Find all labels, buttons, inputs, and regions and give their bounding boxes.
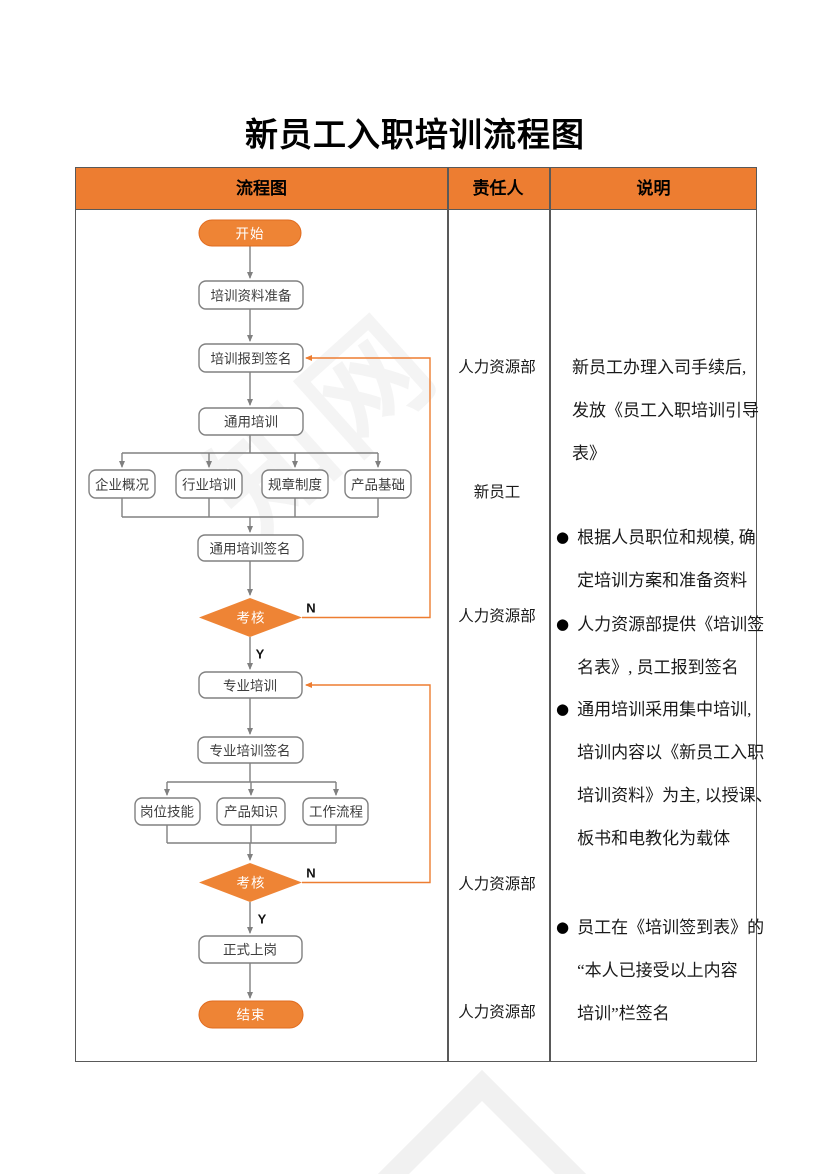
node-professional: 专业培训 [198,671,303,699]
col-header-responsible: 责任人 [472,179,524,198]
end-label: 结束 [237,1008,266,1023]
exam2-yes-label: Y [258,912,267,927]
node-topic-rules: 规章制度 [261,469,329,499]
note-general-training: ● 通用培训采用集中培训, 培训内容以《新员工入职 培训资料》为主, 以授课、 … [556,688,773,860]
col-header-flowchart: 流程图 [236,179,287,198]
node-exam2: 考核 [199,863,302,902]
loop-exam1-to-signin [302,355,431,619]
bullet-icon: ● [556,918,570,936]
note-signoff-text: 员工在《培训签到表》的 “本人已接受以上内容 培训”栏签名 [577,918,765,1023]
node-topic-company: 企业概况 [88,469,156,499]
general-sign-box [197,534,304,562]
responsible-general-training: 新员工 [473,484,521,501]
node-exam1: 考核 [199,598,302,637]
node-professional-sign: 专业培训签名 [197,736,304,764]
node-topic-skill: 岗位技能 [134,797,201,826]
professional-box [198,671,303,699]
exam1-label: 考核 [237,611,266,626]
node-onboard: 正式上岗 [198,935,303,964]
node-topic-product: 产品基础 [344,469,412,499]
exam2-diamond [199,863,302,902]
table-header-row [76,168,756,210]
node-topic-industry: 行业培训 [175,469,243,499]
start-label: 开始 [236,227,265,242]
bullet-icon: ● [556,700,570,718]
topic-rules-box [261,469,329,499]
signin-box [198,343,304,373]
professional-sign-box [197,736,304,764]
prepare-box [198,280,304,310]
note-signsheet-text: 人力资源部提供《培训签 名表》, 员工报到签名 [577,615,765,677]
note-plan: ● 根据人员职位和规模, 确 定培训方案和准备资料 [556,516,756,602]
node-prepare: 培训资料准备 [198,280,304,310]
exam1-yes-label: Y [256,647,265,662]
note-intro: 新员工办理入司手续后, 发放《员工入职培训引导 表》 [572,346,759,475]
responsible-exam2: 人力资源部 [458,876,536,893]
node-signin: 培训报到签名 [198,343,304,373]
topic-workflow-box [302,797,369,826]
general-label: 通用培训 [224,415,278,430]
page-title: 新员工入职培训流程图 [245,118,585,154]
start-pill [198,219,302,247]
professional-label: 专业培训 [223,679,277,694]
note-signsheet: ● 人力资源部提供《培训签 名表》, 员工报到签名 [556,603,764,689]
column-divider-2 [549,168,551,1061]
topic-company-box [88,469,156,499]
general-box [198,407,304,436]
onboard-box [198,935,303,964]
prepare-label: 培训资料准备 [211,288,292,304]
node-end: 结束 [198,1000,304,1029]
topic-skill-box [134,797,201,826]
exam2-no-label: N [306,866,315,881]
topic-rules-label: 规章制度 [268,477,322,493]
node-topic-workflow: 工作流程 [302,797,369,826]
topic-product-box [344,469,412,499]
node-start: 开始 [198,219,302,247]
responsible-exam1: 人力资源部 [458,608,536,625]
bullet-icon: ● [556,615,570,633]
note-general-training-text: 通用培训采用集中培训, 培训内容以《新员工入职 培训资料》为主, 以授课、 板书… [577,700,773,848]
responsible-signin: 人力资源部 [458,359,536,376]
bullet-icon: ● [556,528,570,546]
col-header-notes: 说明 [636,179,671,198]
note-intro-text: 新员工办理入司手续后, 发放《员工入职培训引导 表》 [572,358,759,463]
general-sign-label: 通用培训签名 [210,541,291,557]
node-topic-knowledge: 产品知识 [216,797,286,826]
topic-skill-label: 岗位技能 [140,805,194,820]
topic-industry-box [175,469,243,499]
note-plan-text: 根据人员职位和规模, 确 定培训方案和准备资料 [577,528,756,590]
signin-label: 培训报到签名 [211,351,292,367]
process-table: 流程图 责任人 说明 [75,167,757,1062]
topic-product-label: 产品基础 [351,477,405,493]
note-signoff: ● 员工在《培训签到表》的 “本人已接受以上内容 培训”栏签名 [556,906,764,1035]
node-general-sign: 通用培训签名 [197,534,304,562]
topic-industry-label: 行业培训 [182,478,236,493]
topic-workflow-label: 工作流程 [309,805,363,820]
column-divider-1 [447,168,449,1061]
onboard-label: 正式上岗 [223,943,277,958]
professional-sign-label: 专业培训签名 [210,743,291,759]
topic-knowledge-box [216,797,286,826]
responsible-end: 人力资源部 [458,1004,536,1021]
exam1-diamond [199,598,302,637]
end-pill [198,1000,304,1029]
loop-exam2-to-professional [302,682,431,884]
exam1-no-label: N [306,601,315,616]
topic-knowledge-label: 产品知识 [224,804,278,820]
node-general: 通用培训 [198,407,304,436]
topic-company-label: 企业概况 [95,477,149,493]
exam2-label: 考核 [237,876,266,891]
